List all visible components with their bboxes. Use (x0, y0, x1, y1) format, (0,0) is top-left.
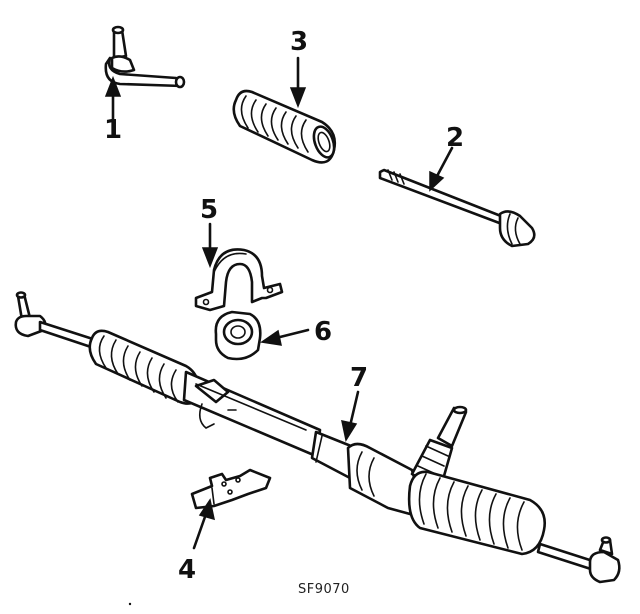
callout-label-4: 4 (178, 555, 196, 585)
callout-label-3: 3 (290, 27, 308, 57)
callout-arrow-4 (192, 498, 215, 550)
callout-label-6: 6 (314, 317, 332, 347)
part-6-rubber-bushing (214, 310, 262, 361)
callout-label-5: 5 (200, 195, 218, 225)
part-7-rack-and-pinion-assembly (14, 291, 621, 584)
callout-label-1: 1 (104, 115, 122, 145)
callout-arrow-6 (260, 328, 310, 346)
part-2-inner-tie-rod (378, 168, 536, 248)
part-4-lower-clamp (190, 468, 272, 510)
figure-code: SF9070 (298, 582, 350, 597)
callout-arrow-3 (289, 56, 307, 109)
callout-label-7: 7 (350, 363, 368, 393)
callout-arrow-2 (429, 146, 454, 192)
callout-arrow-7 (341, 390, 360, 442)
callout-arrow-1 (104, 75, 122, 132)
part-5-mounting-bracket (194, 248, 284, 312)
part-3-bellows-boot (232, 89, 337, 164)
callout-label-2: 2 (446, 123, 464, 153)
callout-arrow-5 (201, 222, 219, 269)
speck-mark (128, 602, 132, 606)
part-1-outer-tie-rod-end (104, 25, 186, 89)
